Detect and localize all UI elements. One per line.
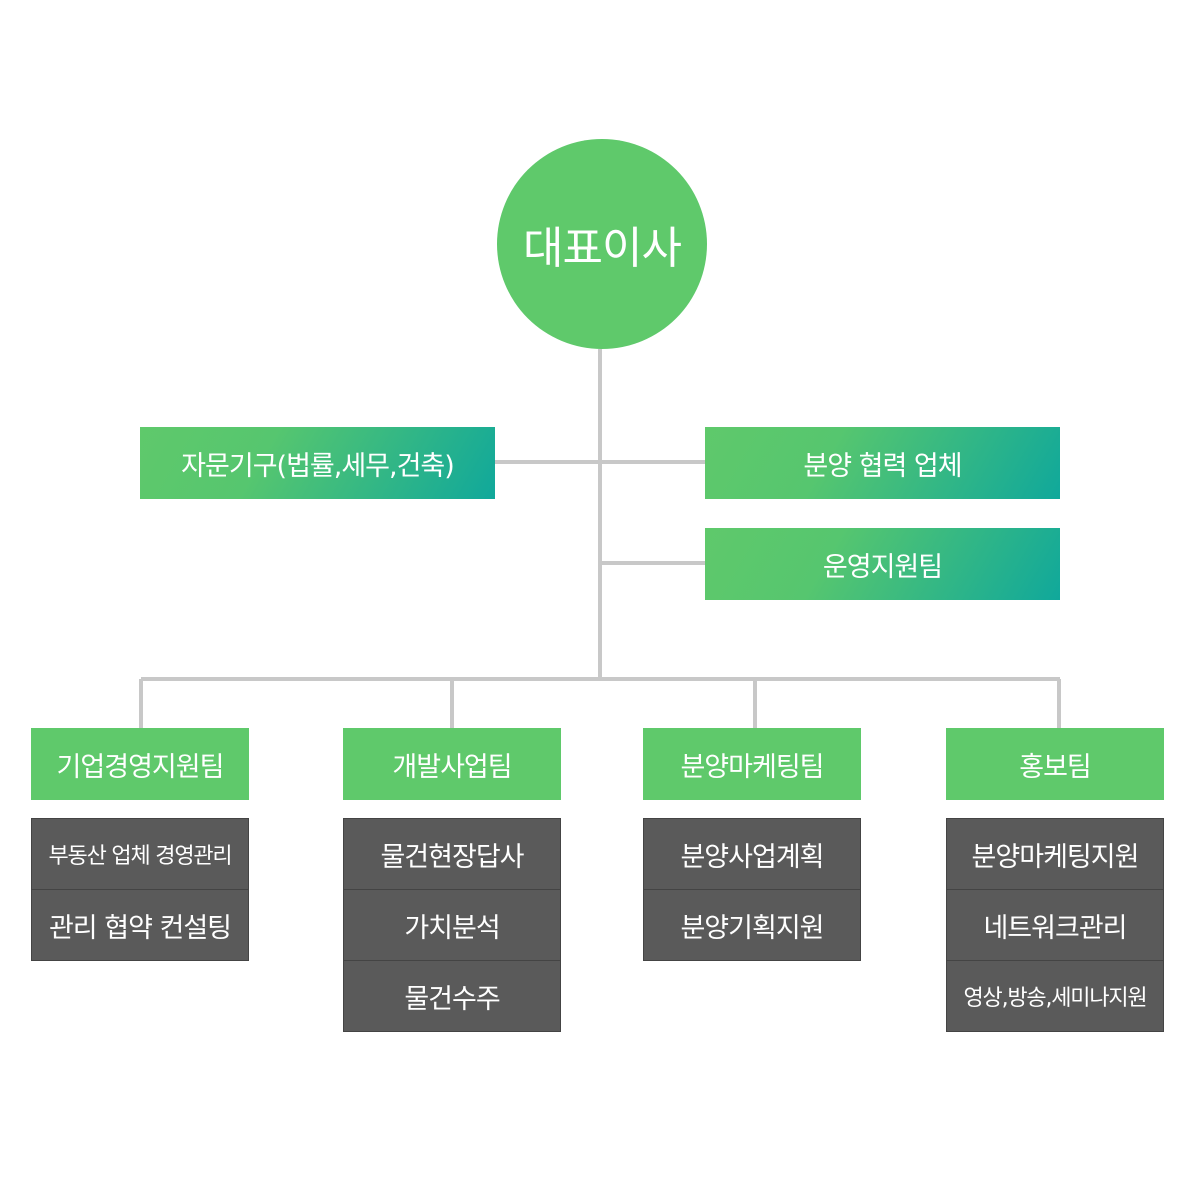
task-item: 물건수주 [343, 960, 561, 1032]
task-label: 영상,방송,세미나지원 [963, 986, 1148, 1011]
task-item: 물건현장답사 [343, 818, 561, 890]
operations-support-node: 운영지원팀 [705, 528, 1060, 600]
task-item: 관리 협약 컨설팅 [31, 889, 249, 961]
team-header-sales-marketing: 분양마케팅팀 [643, 728, 861, 800]
task-label: 물건현장답사 [380, 841, 524, 873]
task-item: 영상,방송,세미나지원 [946, 960, 1164, 1032]
advisory-board-label: 자문기구(법률,세무,건축) [181, 450, 455, 482]
team-header-corporate-management: 기업경영지원팀 [31, 728, 249, 800]
sales-partners-node: 분양 협력 업체 [705, 427, 1060, 499]
task-label: 분양마케팅지원 [971, 841, 1140, 873]
task-label: 관리 협약 컨설팅 [48, 912, 232, 944]
task-label: 분양사업계획 [680, 841, 824, 873]
ceo-label: 대표이사 [523, 223, 682, 274]
team-name: 개발사업팀 [392, 751, 512, 783]
team-name: 홍보팀 [1019, 751, 1092, 783]
task-item: 부동산 업체 경영관리 [31, 818, 249, 890]
task-label: 부동산 업체 경영관리 [48, 844, 233, 869]
task-item: 네트워크관리 [946, 889, 1164, 961]
operations-support-label: 운영지원팀 [822, 551, 943, 583]
task-label: 가치분석 [404, 912, 500, 944]
task-item: 분양사업계획 [643, 818, 861, 890]
task-item: 분양기획지원 [643, 889, 861, 961]
task-label: 물건수주 [404, 983, 500, 1015]
task-item: 가치분석 [343, 889, 561, 961]
task-item: 분양마케팅지원 [946, 818, 1164, 890]
team-name: 분양마케팅팀 [680, 751, 824, 783]
advisory-board-node: 자문기구(법률,세무,건축) [140, 427, 495, 499]
task-label: 분양기획지원 [680, 912, 824, 944]
team-header-development: 개발사업팀 [343, 728, 561, 800]
team-header-public-relations: 홍보팀 [946, 728, 1164, 800]
task-label: 네트워크관리 [983, 912, 1127, 944]
ceo-node: 대표이사 [497, 139, 707, 349]
sales-partners-label: 분양 협력 업체 [803, 450, 962, 482]
team-name: 기업경영지원팀 [56, 751, 225, 783]
